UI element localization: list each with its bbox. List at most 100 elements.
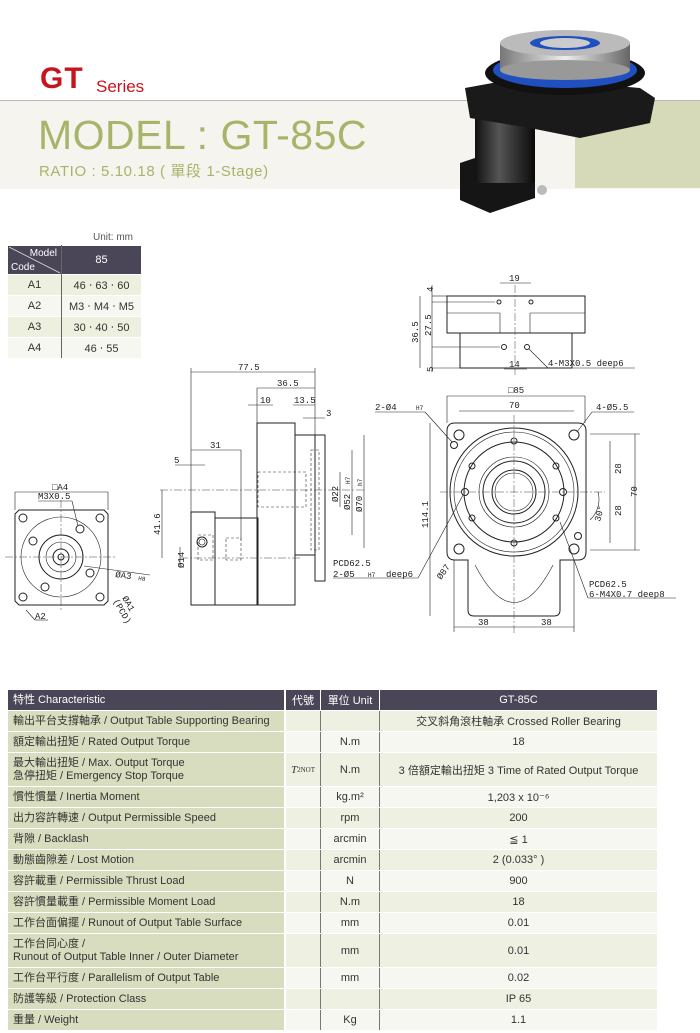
characteristic-line: 額定輸出扭矩 / Rated Output Torque: [13, 735, 191, 748]
value-cell: 900: [380, 871, 657, 891]
pin-hole-label: 2-Ø4: [375, 403, 397, 413]
value-cell: 200: [380, 808, 657, 828]
dim-13-5: 13.5: [294, 396, 316, 406]
characteristic-line: 工作台同心度 /: [13, 937, 86, 950]
technical-drawing: 19 4 36.5 27.5 5 14 4-M3X0.5 deep6 77.5 …: [5, 274, 676, 635]
dim-dia-52: Ø52: [343, 494, 353, 510]
value-cell: 1.1: [380, 1010, 657, 1030]
code-table-corner-header: Model Code: [8, 245, 62, 275]
symbol-cell: [286, 829, 320, 849]
characteristic-line: Runout of Output Table Inner / Outer Dia…: [13, 950, 239, 963]
characteristic-cell: 容許載重 / Permissible Thrust Load: [8, 871, 284, 891]
dim-36-5-side: 36.5: [277, 379, 299, 389]
dim-31: 31: [210, 441, 221, 451]
dim-dia-a3-tol: H8: [138, 575, 147, 583]
symbol-cell: [286, 1010, 320, 1030]
header-characteristic: 特性 Characteristic: [8, 690, 284, 710]
side-view: 77.5 36.5 10 13.5 3 31 5 41.6 Ø14 Ø22 Ø5…: [153, 363, 365, 606]
unit-cell: [320, 711, 380, 731]
top-view: 19 4 36.5 27.5 5 14 4-M3X0.5 deep6: [411, 274, 635, 375]
unit-cell: arcmin: [320, 850, 380, 870]
characteristic-line: 防護等級 / Protection Class: [13, 992, 147, 1005]
motor-thread-label: M3X0.5: [38, 492, 70, 502]
characteristic-cell: 額定輸出扭矩 / Rated Output Torque: [8, 732, 284, 752]
dim-27-5: 27.5: [424, 314, 434, 336]
dim-dia-70-tol: h7: [357, 478, 364, 486]
symbol-cell: [286, 913, 320, 933]
pcd-label-1: PCD62.5: [333, 559, 371, 569]
characteristic-line: 最大輸出扭矩 / Max. Output Torque: [13, 756, 185, 769]
dim-dia-a3: ØA3: [115, 570, 132, 582]
dim-70-h: 70: [509, 401, 520, 411]
dim-28-bottom: 28: [614, 505, 624, 516]
dim-41-6: 41.6: [153, 513, 163, 535]
value-cell: 46 ‧ 63 ‧ 60: [61, 274, 141, 296]
characteristic-cell: 防護等級 / Protection Class: [8, 989, 284, 1009]
unit-cell: arcmin: [320, 829, 380, 849]
unit-cell: mm: [320, 934, 380, 967]
code-cell: A1: [8, 274, 62, 296]
characteristic-line: 急停扭矩 / Emergency Stop Torque: [13, 769, 184, 782]
characteristic-line: 工作台平行度 / Parallelism of Output Table: [13, 971, 220, 984]
value-cell: 3 倍額定輸出扭矩 3 Time of Rated Output Torque: [380, 753, 657, 786]
characteristic-cell: 工作台平行度 / Parallelism of Output Table: [8, 968, 284, 988]
characteristic-line: 動態齒隙差 / Lost Motion: [13, 853, 135, 866]
model-header: Model: [29, 248, 57, 259]
dim-28-top: 28: [614, 463, 624, 474]
unit-cell: mm: [320, 913, 380, 933]
value-cell: ≦ 1: [380, 829, 657, 849]
code-cell: A2: [8, 295, 62, 317]
dim-77-5: 77.5: [238, 363, 260, 373]
value-cell: 18: [380, 732, 657, 752]
value-cell: 18: [380, 892, 657, 912]
characteristic-cell: 容許慣量載重 / Permissible Moment Load: [8, 892, 284, 912]
pin-hole-tol: H7: [416, 405, 424, 412]
dim-38-left: 38: [478, 618, 489, 628]
front-view: □85 70 2-Ø4 H7 4-Ø5.5 28 28 70 30° 114.1…: [333, 386, 676, 635]
characteristic-cell: 工作台同心度 /Runout of Output Table Inner / O…: [8, 934, 284, 967]
value-cell: 2 (0.033° ): [380, 850, 657, 870]
symbol-cell: [286, 732, 320, 752]
unit-cell: kg.m²: [320, 787, 380, 807]
dim-36-5: 36.5: [411, 321, 421, 343]
symbol-cell: [286, 892, 320, 912]
dim-5-side: 5: [174, 456, 179, 466]
page-title: MODEL : GT-85C: [38, 112, 367, 158]
header-unit: 單位 Unit: [320, 690, 380, 710]
dim-dia-52-tol: H7: [345, 476, 352, 484]
dim-114-1: 114.1: [421, 501, 431, 528]
characteristic-cell: 慣性慣量 / Inertia Moment: [8, 787, 284, 807]
unit-cell: N.m: [320, 892, 380, 912]
characteristic-line: 慣性慣量 / Inertia Moment: [13, 790, 140, 803]
dim-dia-87: Ø87: [435, 563, 452, 582]
dim-10: 10: [260, 396, 271, 406]
symbol-cell: [286, 989, 320, 1009]
unit-label: Unit: mm: [93, 232, 133, 243]
dim-square-a4: □A4: [52, 483, 68, 493]
unit-cell: Kg: [320, 1010, 380, 1030]
symbol-main: T: [290, 763, 298, 776]
value-cell: 0.01: [380, 934, 657, 967]
dim-19: 19: [509, 274, 520, 284]
spec-table: 特性 Characteristic 代號 單位 Unit GT-85C 輸出平台…: [8, 690, 657, 1031]
dim-38-right: 38: [541, 618, 552, 628]
value-cell: IP 65: [380, 989, 657, 1009]
symbol-cell: [286, 808, 320, 828]
unit-cell: rpm: [320, 808, 380, 828]
characteristic-cell: 輸出平台支撐軸承 / Output Table Supporting Beari…: [8, 711, 284, 731]
pcd-label-2: PCD62.5: [589, 580, 627, 590]
dim-4: 4: [426, 287, 436, 292]
characteristic-line: 容許慣量載重 / Permissible Moment Load: [13, 895, 216, 908]
unit-cell: N: [320, 871, 380, 891]
characteristic-cell: 背隙 / Backlash: [8, 829, 284, 849]
dim-square-85: □85: [508, 386, 524, 396]
